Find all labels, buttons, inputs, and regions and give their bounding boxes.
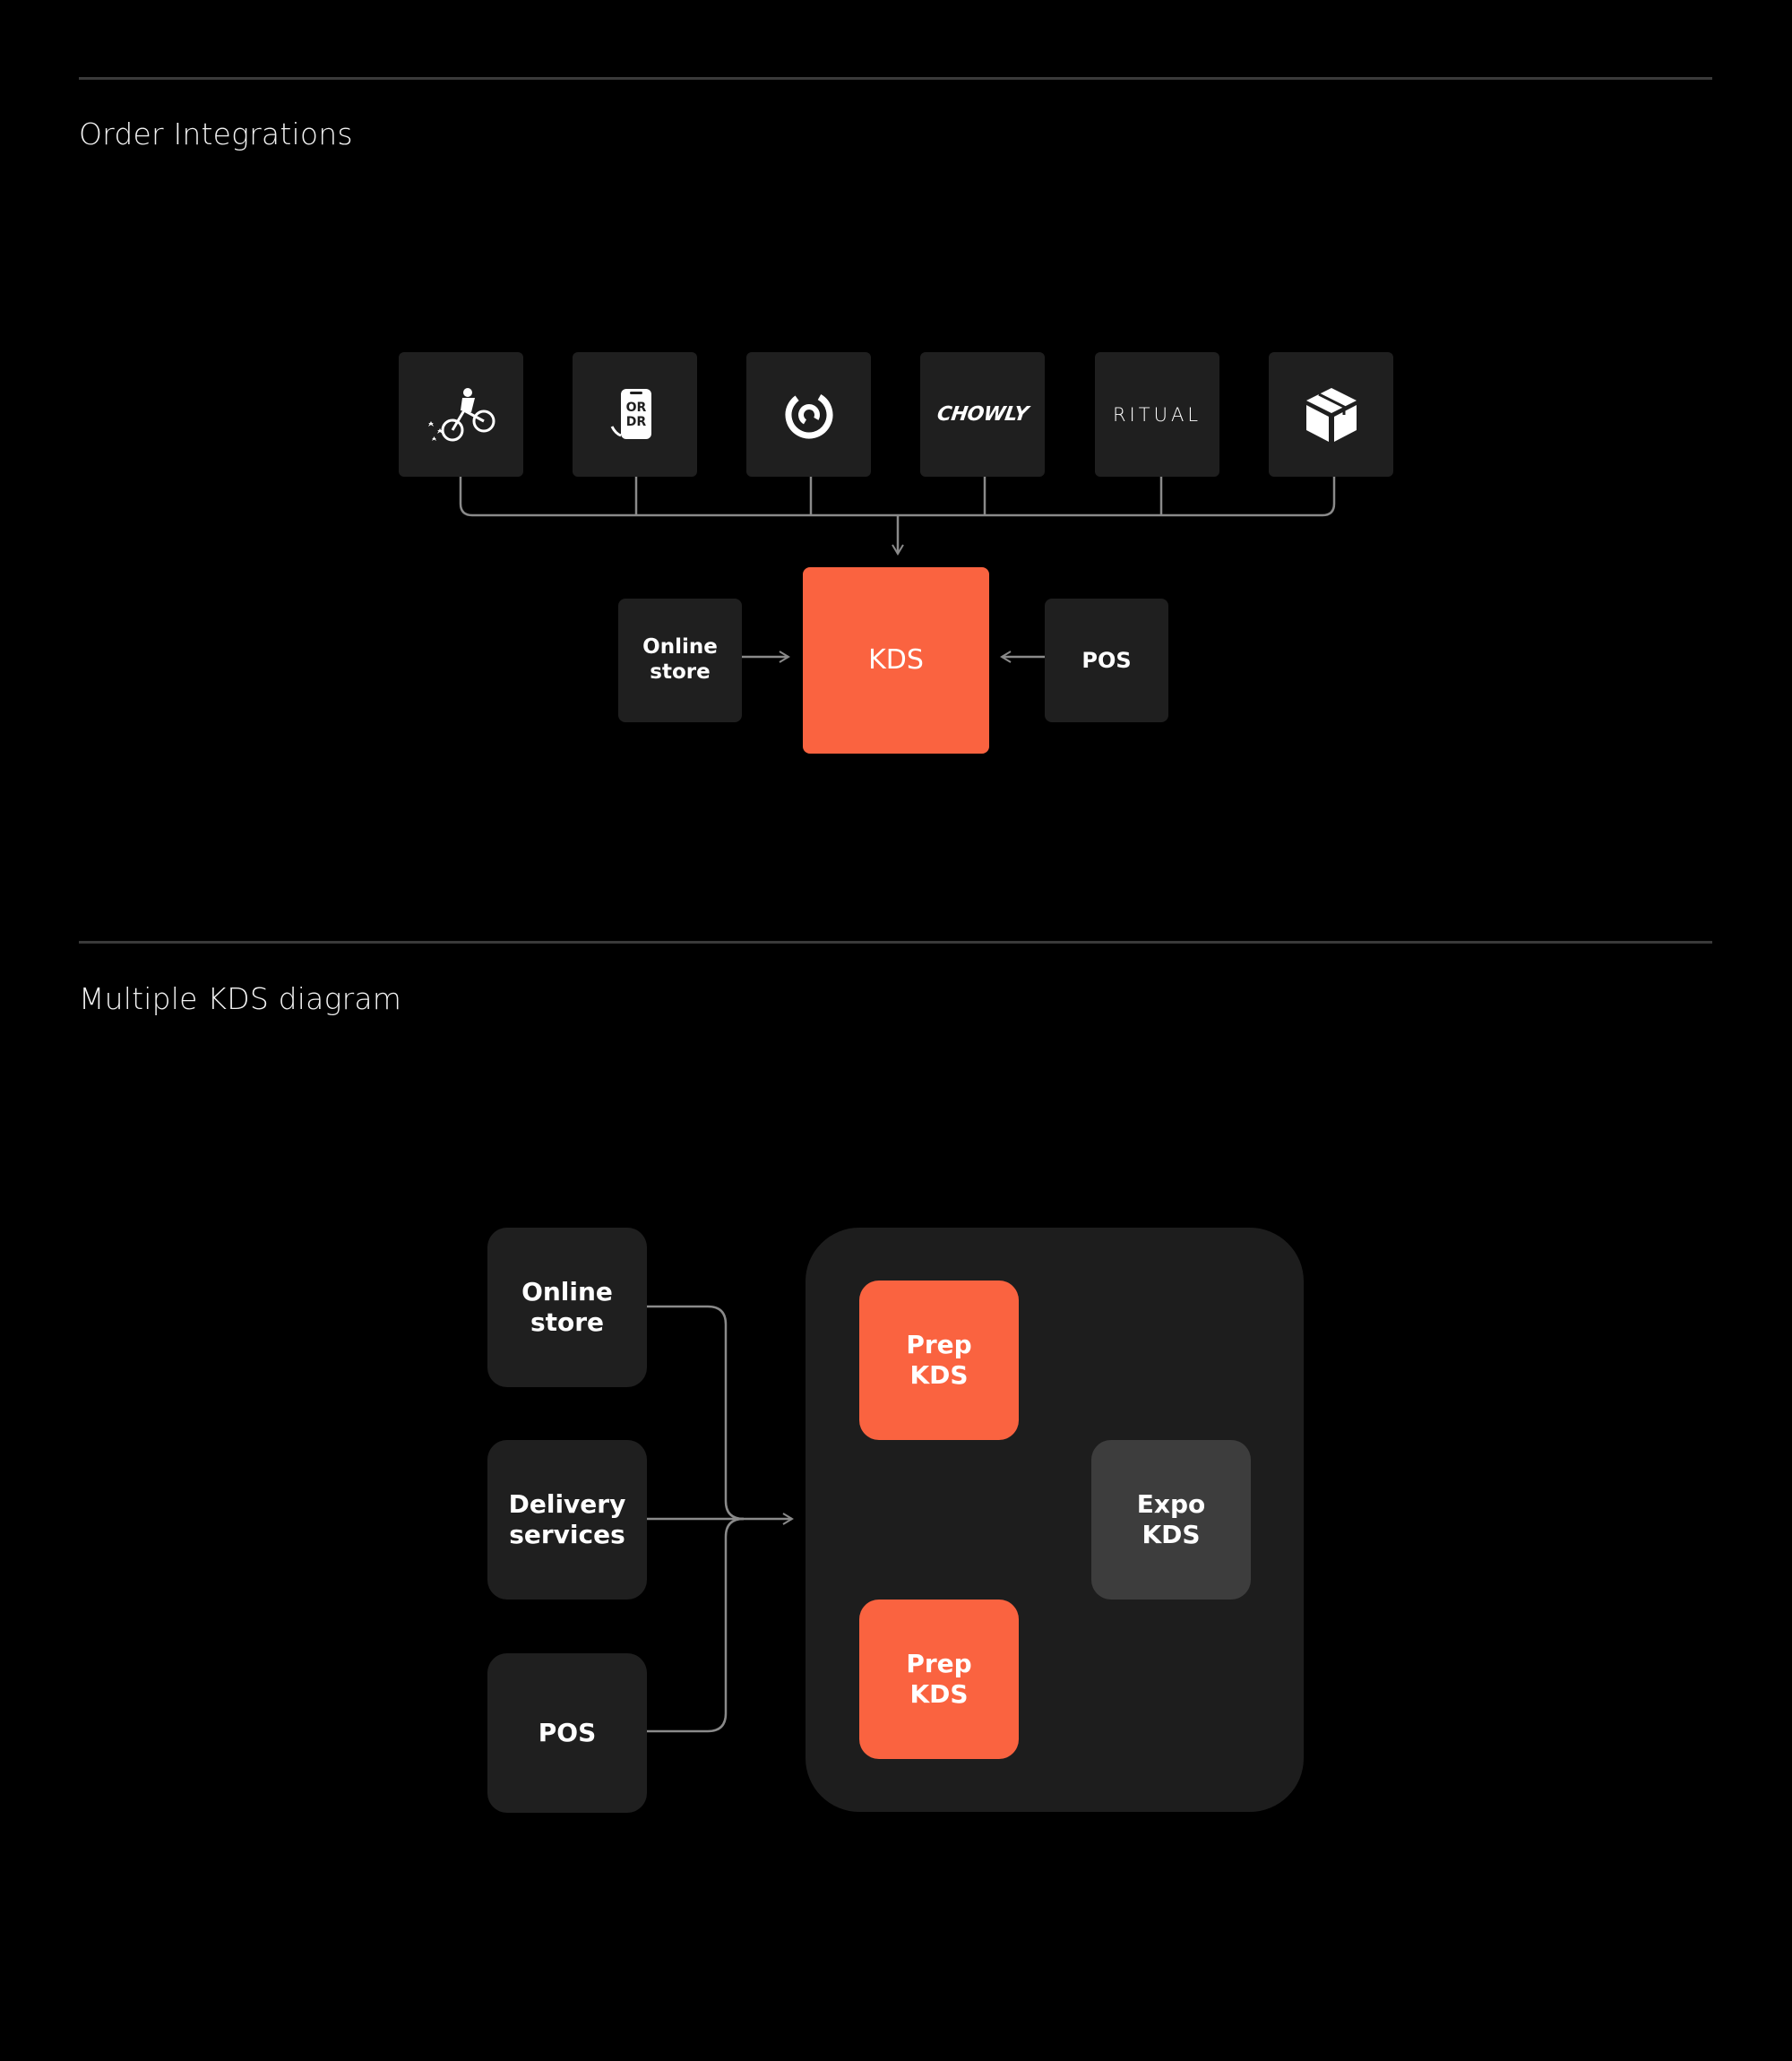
cube-box-icon: [1305, 387, 1357, 442]
source-online-store[interactable]: Online store: [487, 1228, 647, 1387]
svg-text:DR: DR: [625, 415, 646, 429]
source-delivery-services[interactable]: Delivery services: [487, 1440, 647, 1600]
section-title-order-integrations: Order Integrations: [79, 116, 353, 151]
source-delivery-services-label: Delivery services: [508, 1489, 626, 1549]
expo-kds[interactable]: Expo KDS: [1091, 1440, 1251, 1600]
prep-kds-top[interactable]: Prep KDS: [859, 1281, 1019, 1440]
postmates-rider-icon: [427, 387, 495, 441]
source-pos[interactable]: POS: [487, 1653, 647, 1813]
chowly-logo: CHOWLY: [935, 403, 1030, 426]
ritual-logo: RITUAL: [1112, 403, 1202, 426]
integration-tile-chowly[interactable]: CHOWLY: [920, 352, 1045, 477]
kds-node[interactable]: KDS: [803, 567, 989, 754]
expo-kds-label: Expo KDS: [1136, 1489, 1206, 1549]
integration-tile-ritual[interactable]: RITUAL: [1095, 352, 1219, 477]
swirl-logo-icon: [785, 391, 832, 438]
integration-tile-swirl[interactable]: [746, 352, 871, 477]
prep-kds-top-label: Prep KDS: [906, 1330, 972, 1390]
online-store-node[interactable]: Online store: [618, 599, 742, 722]
svg-text:OR: OR: [625, 401, 646, 415]
section-divider-middle: [79, 941, 1712, 944]
kds-label: KDS: [868, 644, 924, 676]
integration-tile-ordr[interactable]: OR DR: [573, 352, 697, 477]
prep-kds-bottom[interactable]: Prep KDS: [859, 1600, 1019, 1759]
source-online-store-label: Online store: [521, 1277, 613, 1337]
prep-kds-bottom-label: Prep KDS: [906, 1649, 972, 1709]
source-pos-label: POS: [538, 1718, 597, 1748]
pos-label: POS: [1081, 647, 1132, 673]
pos-node[interactable]: POS: [1045, 599, 1168, 722]
section-divider-top: [79, 77, 1712, 80]
integration-tile-box[interactable]: [1269, 352, 1393, 477]
integration-tile-postmates[interactable]: [399, 352, 523, 477]
ordr-phone-icon: OR DR: [610, 388, 651, 439]
online-store-label: Online store: [642, 635, 718, 684]
section-title-multiple-kds: Multiple KDS diagram: [79, 981, 402, 1016]
